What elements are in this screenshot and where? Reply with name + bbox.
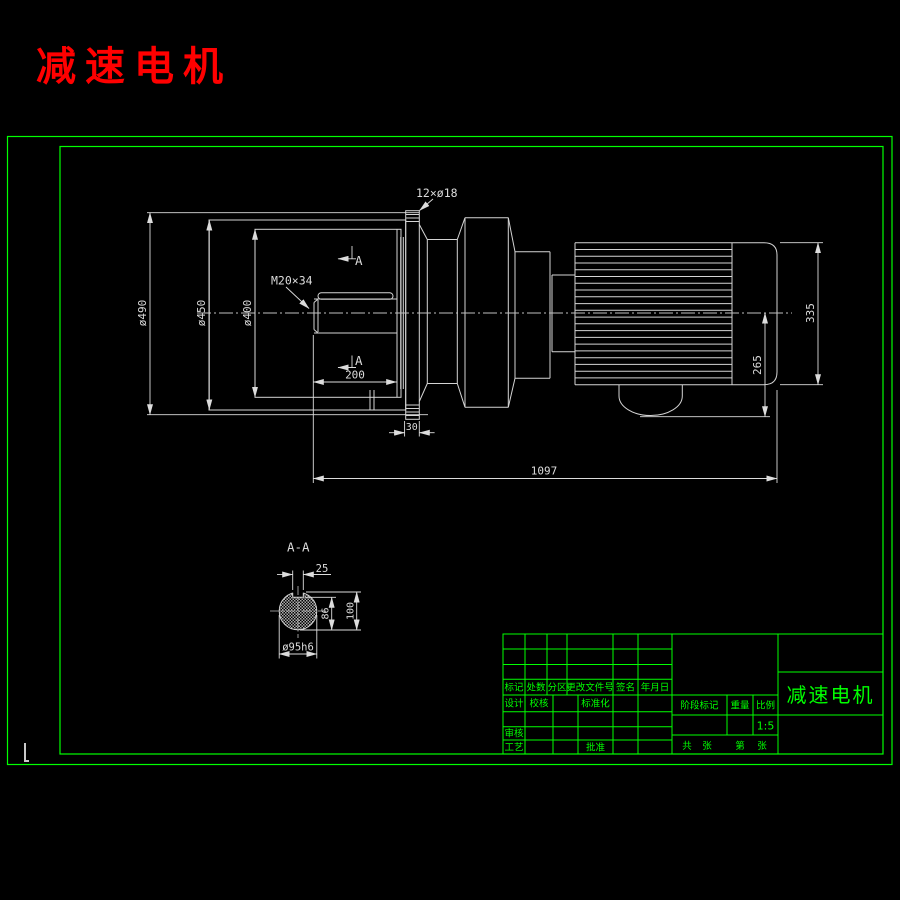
tb-weight: 重量 [730,700,750,712]
motor-body [574,242,733,386]
tb-sheet-total-label: 共 [682,741,692,752]
housing-bolt-lines [369,390,375,410]
tb-rev-count: 处数 [526,682,546,694]
main-view [197,210,792,420]
sheet-border [6,135,893,766]
label-thread: M20×34 [271,274,313,288]
tb-scale-label: 比例 [756,700,775,712]
label-bolt-holes: 12×ø18 [416,186,458,200]
section-centerlines [270,586,326,638]
main-dimensions [147,198,823,483]
section-view: A-A 25 [270,540,361,659]
dim-30: 30 [406,422,418,433]
dim-1097: 1097 [531,465,558,478]
corner-trim-mark [24,743,29,762]
main-dimension-labels: ø490 ø450 ø400 200 30 1097 335 265 12×ø1… [136,186,817,478]
dim-d450: ø450 [195,300,208,327]
title-block-text: 标记 处数 分区 更改文件号 签名 年月日 设计 校核 标准化 审核 工艺 批准… [504,682,875,754]
tb-sheet-total-unit: 张 [702,741,712,752]
tb-rev-mark: 标记 [504,682,524,694]
section-dimensions [277,570,361,659]
tb-check: 校核 [529,698,549,710]
tb-sheet-no-label: 第 [735,740,745,752]
page-title: 减速电机 [36,43,232,90]
dim-100: 100 [346,602,357,620]
dim-335: 335 [804,303,817,323]
dim-shaft-dia: ø95h6 [282,642,314,654]
flange [405,210,420,420]
tb-scale-value: 1:5 [757,720,775,733]
flange-bolt-hatch [405,214,420,416]
shaft-key [317,292,394,300]
bell-drum [456,217,509,408]
motor-fins [575,249,732,379]
dim-265: 265 [751,355,764,375]
thread-leader [285,286,310,309]
tb-rev-zone: 分区 [547,683,567,694]
tb-sheet-no-unit: 张 [757,741,767,752]
tb-process: 工艺 [504,743,523,754]
dim-200: 200 [345,369,365,382]
tb-standardization: 标准化 [581,698,610,710]
tb-rev-docno: 更改文件号 [566,682,614,694]
tb-rev-date: 年月日 [641,682,670,694]
tb-stage-mark: 阶段标记 [680,700,719,712]
bolt-holes-leader [419,198,434,211]
tb-approve: 批准 [586,742,606,754]
dim-d490: ø490 [136,300,149,327]
dim-d400: ø400 [241,300,254,327]
tb-rev-sign: 签名 [616,682,635,694]
title-block [502,633,884,755]
adapter-mid [507,217,551,408]
output-shaft [313,298,397,334]
section-letter-top: A [355,253,363,268]
tb-design: 设计 [504,698,524,710]
dim-25: 25 [316,563,329,575]
dim-86: 86 [321,607,332,619]
neck-section [418,224,458,402]
section-view-title: A-A [287,540,310,555]
junction-box [618,384,683,417]
tb-audit: 审核 [504,728,524,740]
tb-part-name: 减速电机 [787,683,875,707]
keyway-notch [292,592,304,598]
section-letter-bottom: A [355,353,363,368]
housing-outer [208,219,407,411]
